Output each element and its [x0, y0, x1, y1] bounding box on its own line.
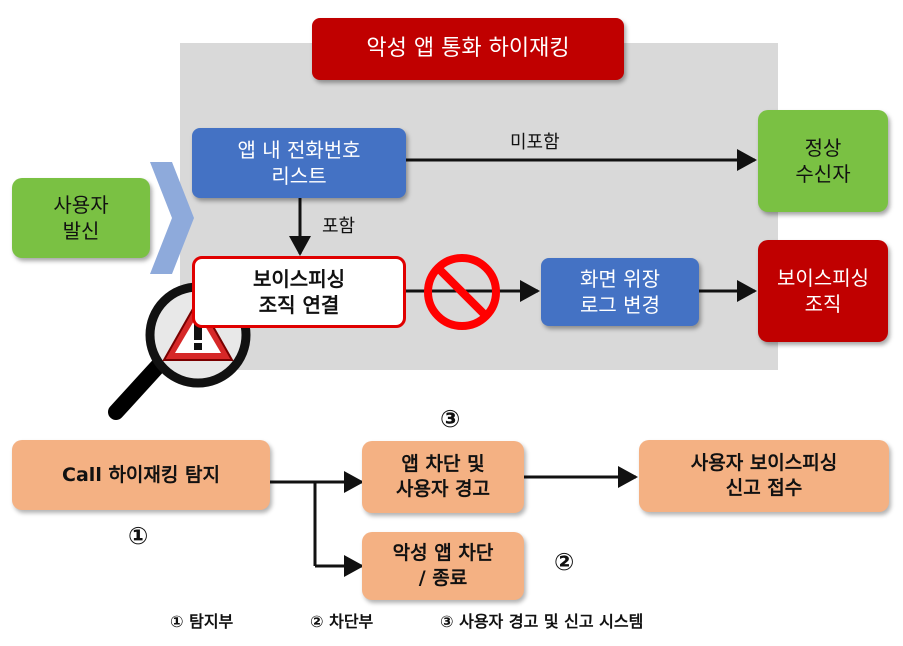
phishing-org-box: 보이스피싱 조직 — [758, 240, 888, 342]
caller-box: 사용자 발신 — [12, 178, 150, 258]
legend-item-3: ③ 사용자 경고 및 신고 시스템 — [440, 612, 644, 631]
report-box: 사용자 보이스피싱 신고 접수 — [639, 440, 889, 512]
terminate-box: 악성 앱 차단 / 종료 — [362, 532, 524, 600]
normal-receiver-box: 정상 수신자 — [758, 110, 888, 212]
legend-item-2: ② 차단부 — [310, 612, 374, 631]
legend-item-1: ① 탐지부 — [170, 612, 234, 631]
label-included: 포함 — [322, 216, 356, 237]
marker-1: ① — [128, 522, 149, 550]
block-warn-box: 앱 차단 및 사용자 경고 — [362, 441, 524, 513]
prohibition-icon — [424, 254, 500, 330]
detect-box: Call 하이재킹 탐지 — [12, 440, 270, 510]
caller-chevron — [150, 162, 194, 274]
label-not-included: 미포함 — [510, 132, 560, 153]
diagram-title: 악성 앱 통화 하이재킹 — [312, 18, 624, 80]
contact-list-box: 앱 내 전화번호 리스트 — [192, 128, 406, 198]
marker-2: ② — [554, 548, 575, 576]
phishing-connect-box: 보이스피싱 조직 연결 — [192, 256, 406, 328]
marker-3: ③ — [440, 405, 461, 433]
screen-disguise-box: 화면 위장 로그 변경 — [541, 258, 699, 326]
